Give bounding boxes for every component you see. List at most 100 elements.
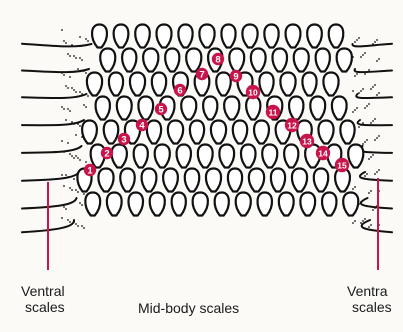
stipple-dot — [366, 228, 368, 230]
stipple-dot — [376, 94, 378, 96]
scale-count-number: 6 — [177, 85, 182, 96]
scale-count-marker: 14 — [316, 146, 330, 160]
stipple-dot — [73, 178, 75, 180]
ventral-scale-line-left — [22, 146, 82, 153]
scale — [254, 121, 269, 144]
stipple-dot — [75, 223, 77, 225]
scale — [289, 97, 303, 120]
scale — [292, 169, 307, 192]
scale — [190, 121, 204, 144]
scale-count-marker: 15 — [335, 158, 349, 172]
scale-count-number: 8 — [215, 54, 220, 65]
ventral-scales-right-label: Ventra scales — [347, 283, 392, 315]
scale — [294, 49, 309, 72]
ventral-scale-line-right — [361, 198, 392, 209]
stipple-dot — [61, 29, 63, 31]
scale — [92, 25, 107, 48]
scale — [348, 145, 363, 168]
scale — [199, 25, 214, 48]
scale-count-number: 4 — [139, 120, 145, 131]
stipple-dot — [81, 59, 83, 61]
scale — [224, 97, 239, 120]
stipple-dot — [75, 57, 77, 59]
stipple-dot — [370, 190, 372, 192]
scale-count-number: 5 — [158, 104, 164, 115]
stipple-dot — [65, 119, 67, 121]
stipple-dot — [360, 201, 362, 203]
ventral-scale-line-left — [22, 198, 77, 209]
scale — [228, 169, 242, 192]
stipple-dot — [360, 124, 362, 126]
stipple-dot — [358, 126, 360, 128]
stipple-dot — [364, 73, 366, 75]
stipple-dot — [61, 217, 63, 219]
scale — [211, 121, 226, 144]
scale — [329, 25, 344, 48]
stipple-dot — [366, 105, 368, 107]
stipple-dot — [378, 58, 380, 60]
scale — [98, 169, 113, 192]
scale — [215, 193, 229, 216]
stipple-dot — [364, 218, 366, 220]
scale-count-marker: 2 — [101, 147, 113, 160]
scale-count-marker: 8 — [212, 53, 224, 66]
scale — [307, 25, 322, 48]
ventral-right-line1: Ventra — [347, 283, 392, 299]
scale-count-number: 12 — [287, 120, 297, 130]
stipple-dot — [85, 106, 87, 108]
stipple-dot — [77, 157, 79, 159]
stipple-dot — [77, 225, 79, 227]
scale — [120, 169, 134, 192]
stipple-dot — [73, 157, 75, 159]
stipple-dot — [356, 73, 358, 75]
scale — [264, 25, 278, 48]
ventral-scale-line-right — [355, 69, 392, 72]
stipple-dot — [370, 224, 372, 226]
stipple-dot — [358, 71, 360, 73]
stipple-dot — [67, 108, 69, 110]
scale — [152, 73, 166, 96]
stipple-dot — [77, 68, 79, 70]
scale — [186, 49, 201, 72]
stipple-dot — [374, 41, 376, 43]
scale — [134, 145, 148, 168]
scale — [343, 193, 358, 216]
scale — [219, 145, 234, 168]
stipple-dot — [71, 87, 73, 89]
stipple-dot — [364, 52, 366, 54]
stipple-dot — [368, 69, 370, 71]
stipple-dot — [65, 208, 67, 210]
scale — [302, 73, 316, 96]
ventral-scale-line-left — [22, 94, 87, 98]
scale — [181, 97, 196, 120]
ventral-scale-line-right — [356, 94, 392, 98]
scale — [142, 169, 157, 192]
scale — [259, 73, 273, 96]
scale — [258, 193, 272, 216]
stipple-dot — [85, 38, 87, 40]
stipple-dot — [67, 219, 69, 221]
stipple-dot — [71, 44, 73, 46]
scale-count-marker: 3 — [118, 133, 130, 146]
stipple-dot — [372, 209, 374, 211]
scale — [221, 25, 235, 48]
stipple-dot — [358, 92, 360, 94]
scale — [172, 193, 186, 216]
stipple-dot — [61, 72, 63, 74]
scale-count-number: 1 — [87, 165, 93, 176]
stipple-dot — [71, 121, 73, 123]
scale — [87, 73, 102, 96]
scale-count-marker: 4 — [136, 119, 148, 132]
scale — [286, 25, 301, 48]
stipple-dot — [85, 161, 87, 163]
stipple-dot — [69, 187, 71, 189]
scale — [242, 25, 257, 48]
scale — [271, 169, 285, 192]
stipple-dot — [63, 206, 65, 208]
stipple-dot — [360, 90, 362, 92]
scale — [96, 97, 110, 120]
stipple-dot — [374, 118, 376, 120]
scale-count-marker: 1 — [84, 164, 96, 177]
stipple-dot — [67, 87, 69, 89]
